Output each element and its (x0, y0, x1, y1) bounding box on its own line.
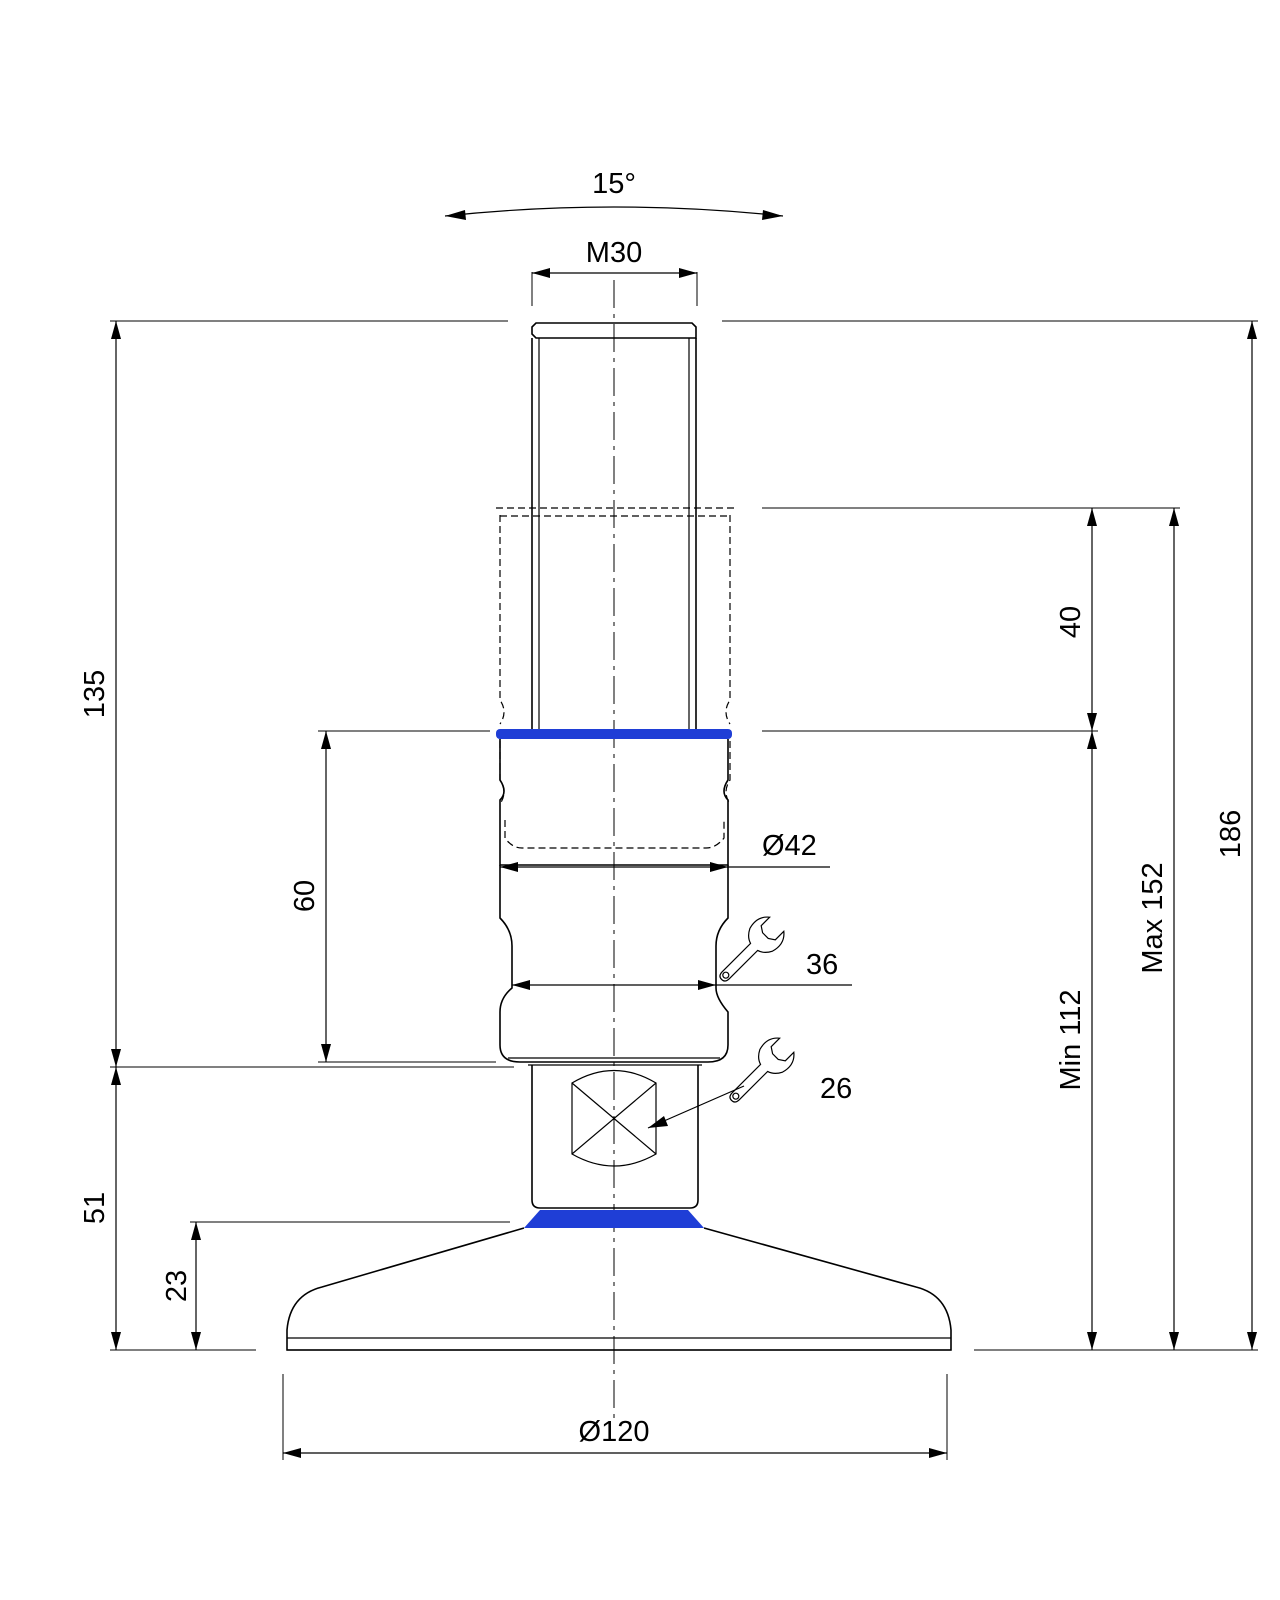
threaded-stud (531, 322, 697, 730)
stroke-40-label: 40 (1055, 606, 1087, 638)
wrench-icon (719, 916, 785, 982)
swivel-angle-dimension: 15° (444, 168, 784, 220)
wrench-36-label: 36 (806, 949, 838, 981)
thread-dimension: M30 (531, 237, 698, 306)
height-51-label: 51 (79, 1192, 111, 1224)
hex-body (499, 739, 729, 1063)
height-135-dimension: 135 (79, 320, 514, 1068)
base-diameter-dimension: Ø120 (282, 1374, 948, 1460)
height-135-label: 135 (79, 670, 111, 718)
body-diameter-label: Ø42 (762, 830, 817, 862)
height-51-dimension: 51 (79, 1067, 256, 1351)
angle-label: 15° (592, 168, 636, 200)
height-23-dimension: 23 (161, 1221, 510, 1350)
wrench-26-label: 26 (820, 1073, 852, 1105)
max-152-label: Max 152 (1137, 862, 1169, 973)
blue-seal-ring (496, 729, 732, 739)
min-112-label: Min 112 (1055, 989, 1087, 1090)
base-plate (286, 1227, 952, 1351)
blue-joint-ring (524, 1210, 704, 1228)
right-dimensions: 40 Min 112 Max 152 186 (722, 320, 1258, 1351)
height-60-label: 60 (289, 880, 321, 912)
height-23-label: 23 (161, 1270, 193, 1302)
wrench-36-dimension: 36 (512, 916, 852, 990)
overall-186-label: 186 (1215, 810, 1247, 858)
thread-label: M30 (586, 237, 642, 269)
lower-stem (528, 1064, 702, 1209)
body-diameter-dimension: Ø42 (500, 830, 830, 872)
base-diameter-label: Ø120 (579, 1416, 650, 1448)
wrench-icon (729, 1037, 795, 1103)
height-60-dimension: 60 (289, 730, 496, 1063)
wrench-26-dimension: 26 (647, 1037, 852, 1129)
